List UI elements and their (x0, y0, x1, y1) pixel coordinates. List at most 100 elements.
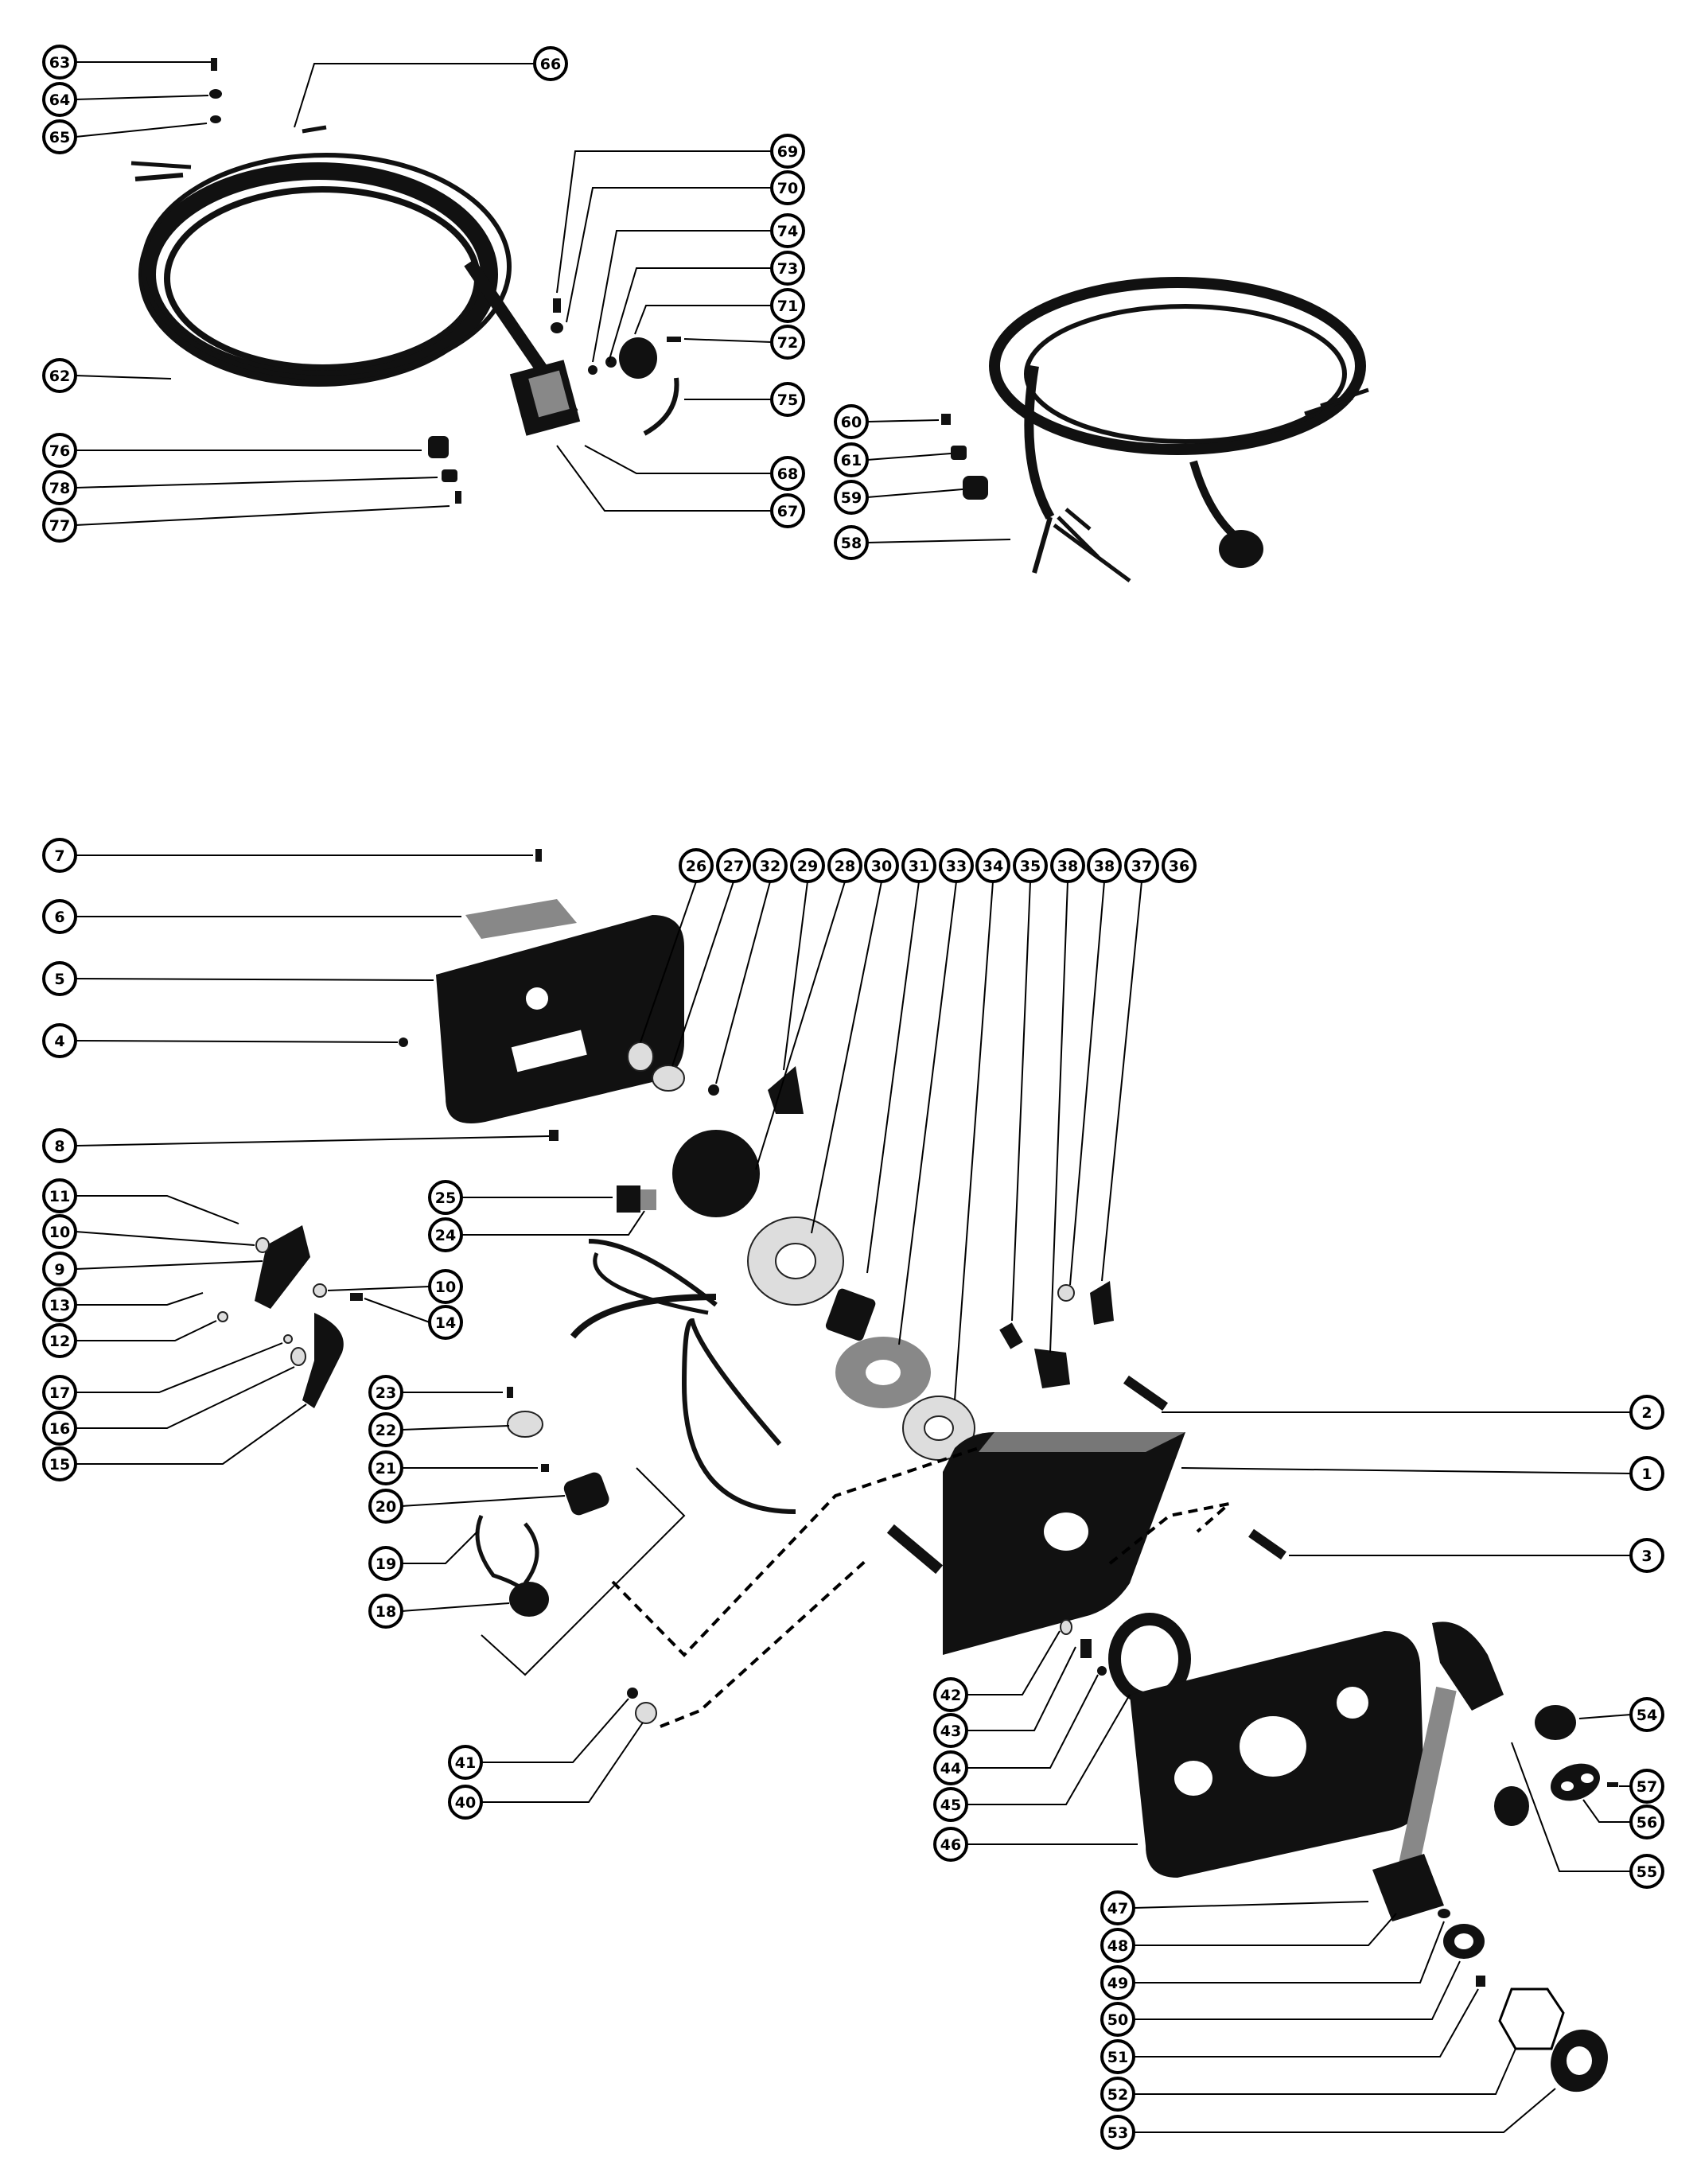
callout-circle (770, 288, 805, 323)
callout-number: 23 (376, 1384, 396, 1402)
knob-part-71 (619, 337, 657, 379)
part-42 (1060, 1619, 1072, 1635)
callout-circle (1050, 848, 1085, 883)
nut-part-65 (210, 115, 221, 123)
callout-61: 61 (834, 442, 869, 477)
callout-number: 78 (49, 480, 70, 497)
callout-number: 4 (54, 1033, 64, 1050)
callout-29: 29 (790, 848, 825, 883)
washer-part-10b (313, 1283, 327, 1298)
callout-60: 60 (834, 404, 869, 439)
callout-number: 11 (49, 1188, 70, 1205)
callout-number: 73 (777, 260, 798, 278)
callout-circle (42, 1323, 77, 1358)
callout-34: 34 (975, 848, 1010, 883)
bolt-part-3 (1248, 1528, 1286, 1560)
part-17 (283, 1334, 293, 1344)
callout-circle (1100, 1890, 1135, 1925)
part-73 (588, 365, 597, 375)
callout-number: 71 (777, 298, 798, 315)
callout-circle (770, 134, 805, 169)
part-38 (1034, 1349, 1070, 1388)
washer-part-16 (290, 1347, 306, 1366)
callout-circle (1100, 1928, 1135, 1963)
callout-number: 31 (909, 858, 929, 875)
callout-circle (939, 848, 974, 883)
callout-number: 28 (835, 858, 855, 875)
wiring-harness-58 (989, 277, 1369, 583)
callout-circle (834, 480, 869, 515)
callout-2: 2 (1629, 1395, 1664, 1430)
part-48 (1438, 1909, 1450, 1918)
callout-58: 58 (834, 525, 869, 560)
callout-number: 10 (435, 1279, 456, 1296)
callout-circle (753, 848, 788, 883)
callout-number: 52 (1107, 2086, 1128, 2104)
part-26 (627, 1041, 654, 1072)
callout-52: 52 (1100, 2077, 1135, 2112)
part-60 (941, 414, 951, 425)
callout-number: 36 (1169, 858, 1189, 875)
callout-circle (975, 848, 1010, 883)
housing-part-1 (886, 1432, 1185, 1655)
callout-11: 11 (42, 1178, 77, 1213)
callout-circle (42, 45, 77, 80)
group-bracket (481, 1467, 686, 1676)
callout-25: 25 (428, 1180, 463, 1215)
callout-38b: 38 (1087, 848, 1122, 883)
callout-number: 75 (777, 391, 798, 409)
callout-46: 46 (933, 1827, 968, 1862)
callout-circle (42, 961, 77, 996)
bolt-part-2 (1123, 1375, 1169, 1411)
part-41 (627, 1688, 638, 1699)
callout-number: 8 (54, 1138, 64, 1155)
callout-42: 42 (933, 1677, 968, 1712)
callout-number: 22 (376, 1422, 396, 1439)
callout-number: 46 (940, 1836, 961, 1854)
callout-10a: 10 (42, 1214, 77, 1249)
part-43 (1080, 1639, 1092, 1658)
callout-number: 77 (49, 517, 70, 535)
callout-number: 45 (940, 1797, 961, 1814)
callout-circle (1629, 1395, 1664, 1430)
callout-number: 38 (1094, 858, 1115, 875)
callout-number: 29 (797, 858, 818, 875)
part-36 (1090, 1281, 1114, 1325)
callout-16: 16 (42, 1411, 77, 1446)
callout-number: 49 (1107, 1975, 1128, 1992)
callout-circle (42, 899, 77, 934)
callout-9: 9 (42, 1252, 77, 1287)
dashed-assembly-line-2 (660, 1558, 869, 1728)
leader-lines (75, 61, 1632, 2133)
callout-circle (1100, 2039, 1135, 2074)
part-76 (428, 436, 449, 458)
screw-part-7 (535, 849, 542, 862)
callout-number: 44 (940, 1760, 961, 1777)
callout-45: 45 (933, 1787, 968, 1822)
screw-part-63 (211, 58, 217, 71)
callout-71: 71 (770, 288, 805, 323)
callout-number: 27 (723, 858, 744, 875)
callout-44: 44 (933, 1750, 968, 1785)
callout-circle (42, 838, 77, 873)
bracket-part-22 (507, 1411, 543, 1438)
callout-circle (1629, 1854, 1664, 1889)
spring-part-35 (999, 1322, 1023, 1349)
callout-19: 19 (368, 1546, 403, 1581)
callout-number: 5 (54, 971, 64, 988)
callout-number: 69 (777, 143, 798, 161)
dashed-assembly-line-1 (611, 1446, 979, 1657)
callout-73: 73 (770, 251, 805, 286)
callout-14: 14 (428, 1305, 463, 1340)
callout-circle (770, 456, 805, 491)
callout-54: 54 (1629, 1697, 1664, 1732)
callout-55: 55 (1629, 1854, 1664, 1889)
callout-number: 68 (777, 465, 798, 483)
callout-40: 40 (448, 1785, 483, 1820)
callout-circle (1100, 1965, 1135, 2000)
callout-51: 51 (1100, 2039, 1135, 2074)
callout-number: 50 (1107, 2011, 1128, 2029)
callout-number: 14 (435, 1314, 456, 1332)
callout-number: 67 (777, 503, 798, 520)
callout-38a: 38 (1050, 848, 1085, 883)
